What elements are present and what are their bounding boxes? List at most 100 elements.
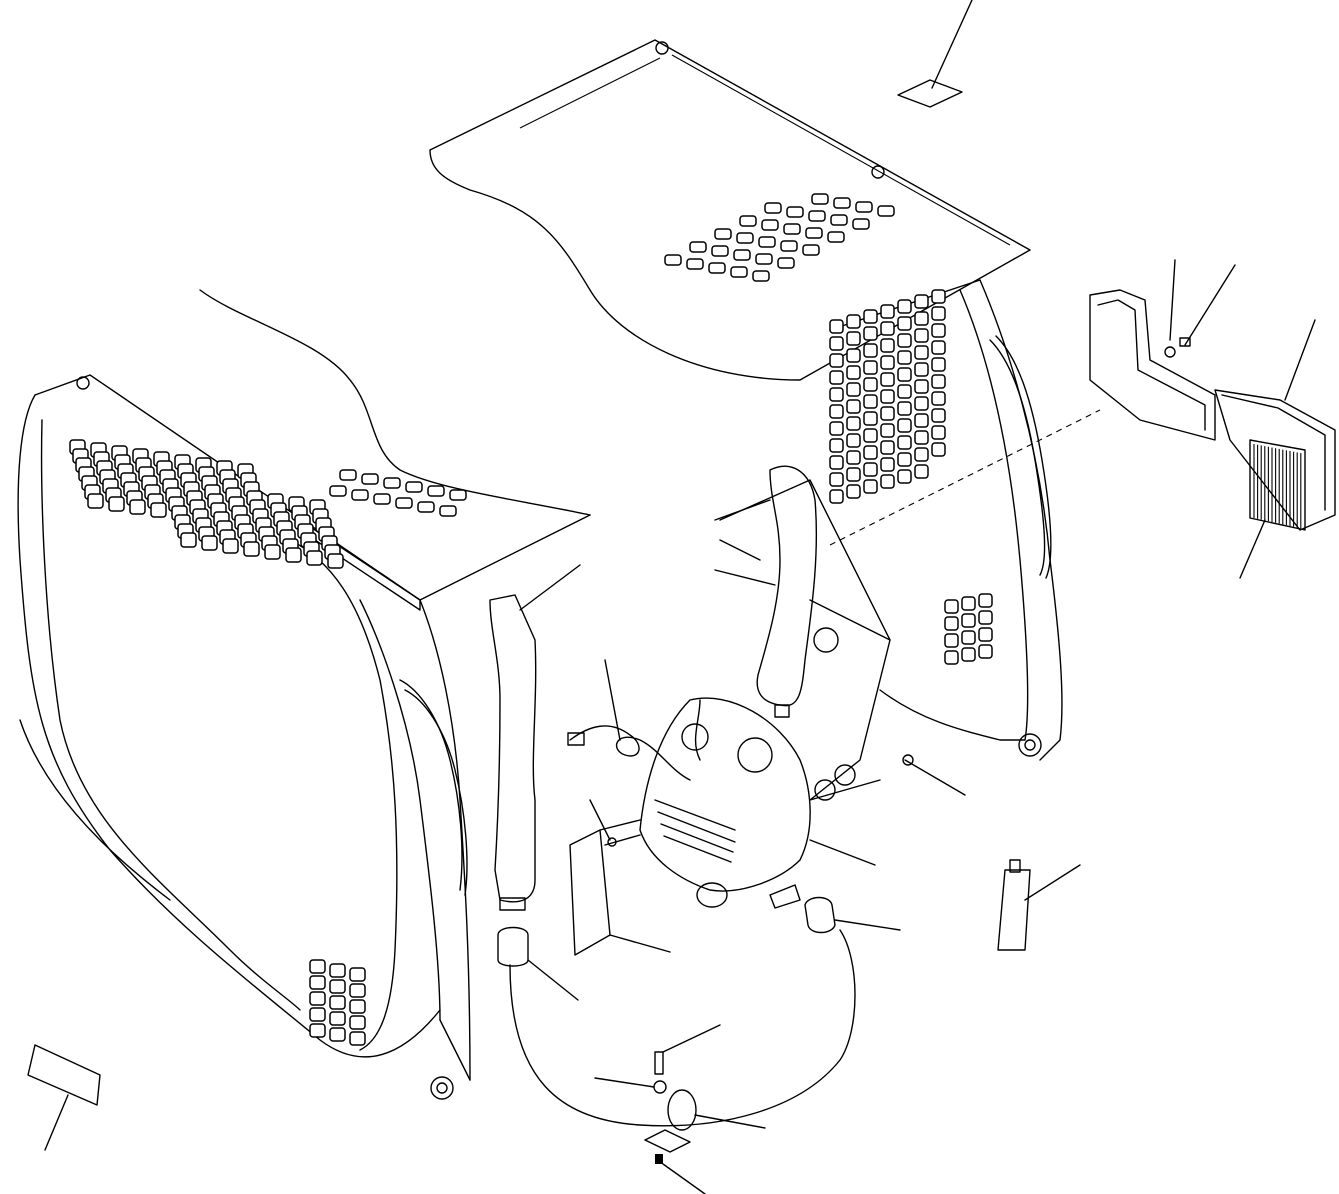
vent-cell [689, 241, 707, 253]
vent-cell [880, 474, 895, 489]
vent-cell [829, 489, 844, 504]
vent-cell [730, 266, 748, 278]
vent-cell [978, 627, 993, 642]
vent-cell [914, 294, 929, 309]
vent-cell [222, 538, 239, 554]
vent-cell [833, 197, 851, 209]
vent-cell [808, 210, 826, 222]
vent-cell [736, 232, 754, 244]
vent-cell [780, 240, 798, 252]
vent-cell [711, 245, 729, 257]
vent-cell [880, 321, 895, 336]
vent-cell [755, 253, 773, 265]
vent-cell [897, 367, 912, 382]
vent-cell [733, 249, 751, 261]
vent-cell [827, 231, 845, 243]
vent-cell [863, 479, 878, 494]
vent-cell [897, 350, 912, 365]
decal-small [897, 0, 973, 108]
vent-cell [897, 384, 912, 399]
vent-cell [897, 469, 912, 484]
vent-cell [829, 319, 844, 334]
vent-cell [944, 650, 959, 665]
vent-cell [329, 1027, 346, 1042]
hose-clamp-assembly [594, 1024, 766, 1194]
vent-cell [846, 467, 861, 482]
vent-cell [880, 457, 895, 472]
vent-cell [855, 201, 873, 213]
vent-cell [978, 593, 993, 608]
rear-screen-grid [829, 289, 946, 504]
vent-cell [349, 983, 366, 998]
vent-cell [931, 391, 946, 406]
vent-cell [846, 450, 861, 465]
vent-cell [339, 469, 357, 481]
vent-cell [739, 215, 757, 227]
vent-cell [846, 484, 861, 499]
vent-cell [758, 236, 776, 248]
vent-cell [914, 447, 929, 462]
wire-harness [567, 659, 691, 781]
vent-cell [846, 348, 861, 363]
vent-cell [805, 227, 823, 239]
vent-cell [351, 489, 369, 501]
vent-cell [880, 423, 895, 438]
vent-cell [931, 408, 946, 423]
vent-cell [309, 975, 326, 990]
vent-cell [961, 647, 976, 662]
vent-cell [914, 413, 929, 428]
vent-cell [846, 382, 861, 397]
vent-cell [427, 485, 445, 497]
vent-cell [914, 379, 929, 394]
vent-cell [830, 214, 848, 226]
vent-cell [863, 445, 878, 460]
vent-cell [880, 338, 895, 353]
panel-vent-grid-top [329, 469, 467, 517]
vent-cell [309, 1007, 326, 1022]
vent-cell [978, 610, 993, 625]
vent-cell [201, 535, 218, 551]
vent-cell [786, 206, 804, 218]
filter-cover [1089, 259, 1336, 531]
vent-cell [846, 331, 861, 346]
vent-cell [914, 362, 929, 377]
vent-cell [931, 442, 946, 457]
vent-cell [897, 418, 912, 433]
vent-cell [309, 991, 326, 1006]
vent-cell [108, 496, 125, 512]
rear-screen [829, 279, 1063, 761]
vent-cell [383, 477, 401, 489]
vent-cell [829, 336, 844, 351]
vent-cell [405, 481, 423, 493]
panel-vent-grid-lower [309, 959, 366, 1046]
vent-cell [846, 314, 861, 329]
vent-cell [863, 360, 878, 375]
vent-cell [944, 633, 959, 648]
air-filter [1239, 439, 1306, 579]
vent-cell [877, 205, 895, 217]
vent-cell [349, 967, 366, 982]
vent-cell [931, 289, 946, 304]
vent-cell [846, 433, 861, 448]
vent-cell [264, 544, 281, 560]
vent-cell [349, 1015, 366, 1030]
vent-cell [863, 309, 878, 324]
vent-cell [309, 1023, 326, 1038]
vent-cell [285, 547, 302, 563]
vent-cell [309, 959, 326, 974]
vent-cell [914, 328, 929, 343]
vent-cell [329, 485, 347, 497]
vent-cell [897, 435, 912, 450]
vent-cell [361, 473, 379, 485]
bracket [569, 799, 671, 956]
decal-large [27, 1044, 101, 1151]
vent-cell [914, 345, 929, 360]
vent-cell [329, 979, 346, 994]
vent-cell [449, 489, 467, 501]
vent-cell [829, 472, 844, 487]
vent-cell [944, 616, 959, 631]
vent-cell [863, 377, 878, 392]
cab-floor-frame [719, 479, 966, 801]
